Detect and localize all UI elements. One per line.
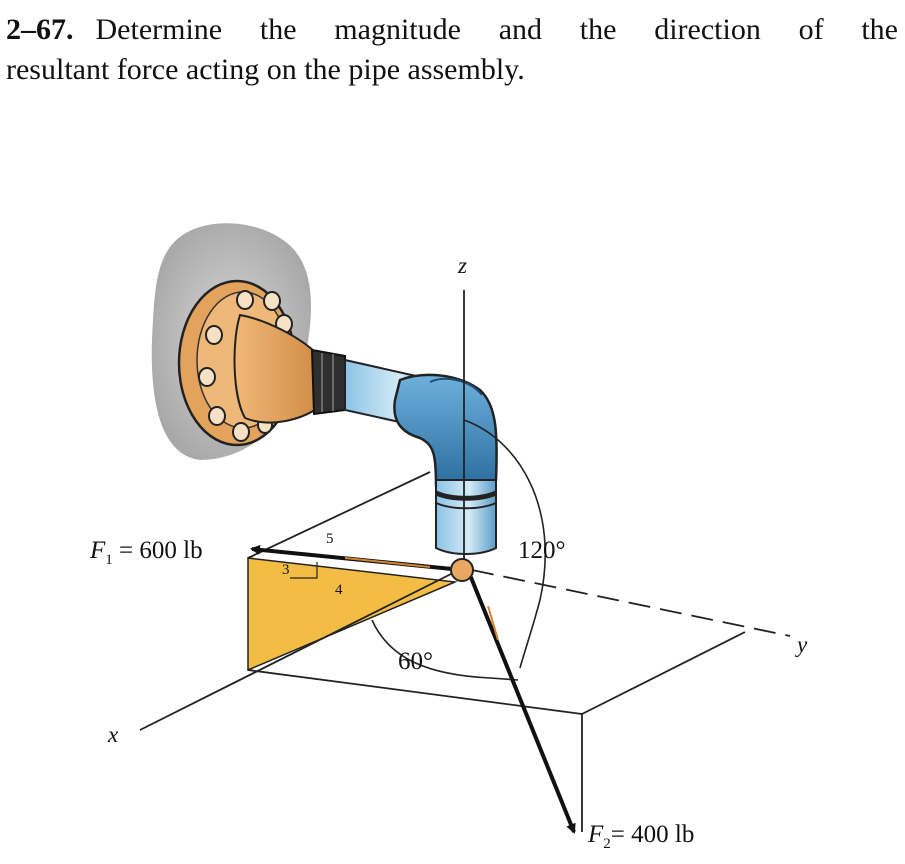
force2-symbol: F [588, 821, 604, 848]
arc-60 [371, 619, 519, 681]
force1-value: = 600 lb [112, 537, 203, 564]
force1-label: F1 = 600 lb [90, 537, 203, 569]
bolt-holes [198, 290, 293, 442]
slope-triangle [290, 562, 318, 579]
force2-value: = 400 lb [610, 821, 695, 848]
problem-line-1: 2–67. Determine the magnitude and the dir… [6, 10, 898, 50]
axes [139, 290, 791, 832]
x-axis [139, 571, 456, 731]
force2-label: F2= 400 lb [588, 821, 694, 853]
angle-120-label: 120° [518, 537, 566, 564]
force2-arrow [468, 574, 576, 834]
incline-plane [247, 557, 458, 672]
force2-subscript: 2 [603, 836, 611, 852]
slope-vert-label: 3 [282, 562, 290, 578]
angle-60-label: 60° [398, 648, 433, 675]
vertical-pipe [435, 479, 497, 555]
arc-120 [463, 419, 547, 669]
ref-line-right [581, 631, 746, 715]
ref-line-top [247, 471, 431, 559]
force1-subscript: 1 [105, 552, 113, 568]
z-axis-label: z [458, 253, 467, 278]
y-axis-dashed [471, 569, 791, 637]
x-axis-label: x [108, 722, 119, 747]
y-axis-label: y [797, 632, 808, 657]
force1-symbol: F [90, 537, 106, 564]
ref-line-front [247, 669, 583, 715]
slope-hyp-label: 5 [326, 531, 334, 547]
coupling-ring [310, 348, 346, 416]
problem-text-2: resultant force acting on the pipe assem… [6, 53, 525, 86]
slope-horiz-label: 4 [335, 582, 343, 598]
connector-ball [450, 558, 474, 582]
pipe-elbow [393, 373, 498, 487]
problem-number: 2–67. [6, 13, 74, 46]
cone-reducer [233, 313, 320, 424]
problem-statement: 2–67. Determine the magnitude and the dir… [6, 10, 898, 90]
problem-text-1: Determine the magnitude and the directio… [95, 13, 899, 46]
